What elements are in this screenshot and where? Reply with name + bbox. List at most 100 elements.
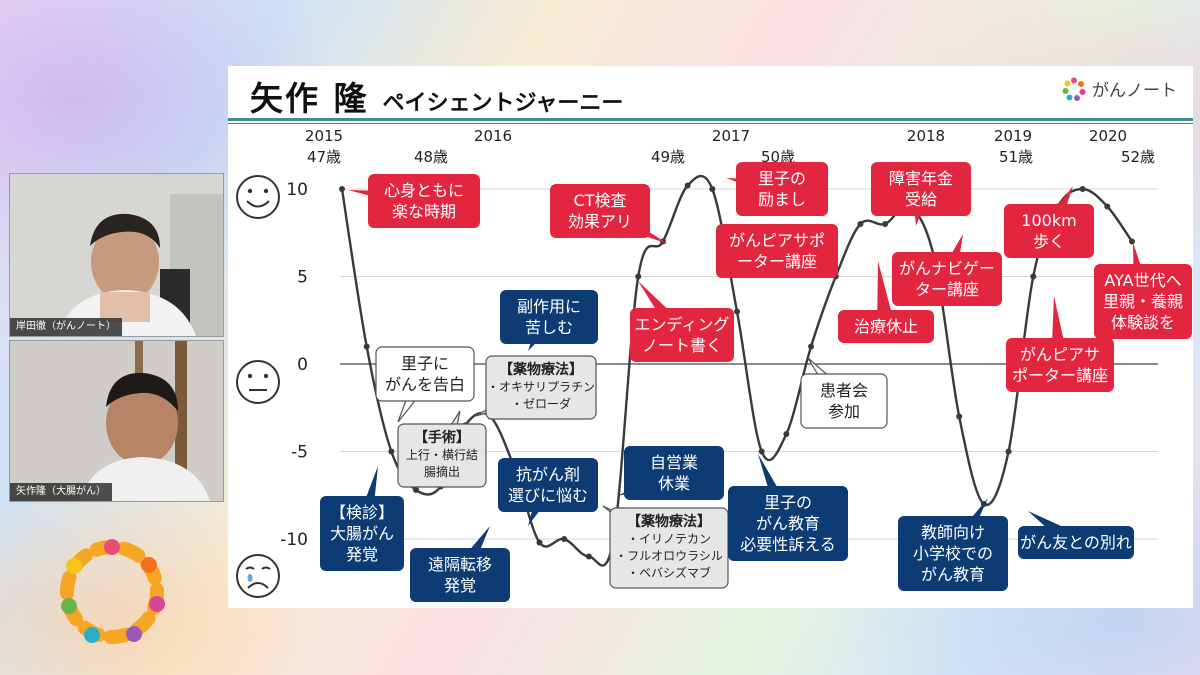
callout-box (892, 252, 1002, 306)
year-label: 2016 (474, 127, 512, 145)
callout-text: AYA世代へ (1104, 271, 1181, 290)
callout-text: 選びに悩む (508, 486, 588, 505)
callout-box (630, 308, 734, 362)
callout-text: エンディング (635, 315, 730, 334)
data-point (536, 539, 543, 546)
callout-text: がん教育 (921, 565, 985, 584)
callout-text: 必要性訴える (740, 535, 836, 554)
callout-text: ・ベバシズマブ (627, 565, 711, 580)
participant-1-name: 岸田徹（がんノート） (10, 318, 122, 336)
callout-box (375, 346, 475, 402)
annotation-callout: 【薬物療法】・オキサリプラチン・ゼローダ (475, 355, 597, 420)
data-point (339, 186, 345, 192)
callout-text: 受給 (905, 190, 937, 209)
callout-text: ター講座 (915, 280, 979, 299)
annotation-callout: 【薬物療法】・イリノテカン・フルオロウラシル・ベバシズマブ (602, 505, 729, 589)
year-label: 2020 (1089, 127, 1127, 145)
callout-text: ポーター講座 (1012, 366, 1108, 385)
y-tick-label: 5 (297, 268, 308, 288)
callout-text: 抗がん剤 (516, 465, 580, 484)
slide: 矢作 隆ペイシェントジャーニー がんノート (228, 66, 1193, 608)
callout-text: 里親・養親 (1103, 292, 1183, 311)
callout-text: 100km (1021, 211, 1076, 230)
callout-text: 効果アリ (568, 212, 632, 231)
callout-text: がんピアサポ (729, 231, 825, 250)
callout-text: 【手術】 (414, 429, 470, 446)
callout-text: ノート書く (642, 336, 722, 355)
age-label: 50歳 (761, 148, 795, 166)
callout-text: 発覚 (444, 576, 476, 595)
callout-text: 障害年金 (889, 169, 953, 188)
callout-text: 患者会 (820, 381, 868, 400)
participant-video-1[interactable]: 岸田徹（がんノート） (9, 173, 224, 337)
callout-text: ーター講座 (737, 252, 817, 271)
callout-text: 自営業 (650, 453, 698, 472)
callout-text: 副作用に (517, 297, 581, 316)
callout-box (550, 184, 650, 238)
data-point (857, 221, 864, 227)
brand-name: がんノート (1092, 81, 1177, 101)
callout-text: がんピアサ (1020, 345, 1100, 364)
age-label: 51歳 (999, 148, 1033, 166)
callout-box (624, 446, 724, 500)
callout-text: 里子の (764, 493, 812, 512)
data-point (783, 431, 790, 437)
callout-text: CT検査 (574, 191, 627, 210)
data-point (635, 273, 642, 280)
callout-box (1006, 338, 1114, 392)
callout-box (716, 224, 838, 278)
brand: がんノート (1062, 76, 1177, 101)
callout-text: 歩く (1033, 232, 1065, 251)
data-point (709, 186, 716, 192)
participant-1-silhouette (10, 174, 223, 336)
data-point (561, 536, 568, 542)
callout-box (838, 310, 934, 343)
callout-box (368, 174, 480, 228)
age-label: 49歳 (651, 148, 685, 166)
callout-text: 【薬物療法】 (627, 513, 711, 530)
data-point (808, 343, 815, 350)
data-point (413, 487, 420, 493)
callout-box (871, 162, 971, 216)
callout-text: ・オキサリプラチン (487, 380, 595, 394)
callout-text: がんを告白 (385, 375, 465, 394)
callout-text: 体験談を (1111, 313, 1175, 332)
participant-video-2[interactable]: 矢作隆（大腸がん） (9, 340, 224, 502)
callout-box (898, 516, 1008, 591)
y-tick-label: -10 (280, 530, 308, 550)
data-point (1005, 448, 1012, 455)
data-point (585, 553, 592, 560)
callout-box (1018, 526, 1134, 559)
callout-box (498, 458, 598, 512)
callout-box (485, 355, 597, 420)
callout-text: 参加 (828, 402, 860, 421)
callout-text: 教師向け (921, 523, 985, 542)
slide-title: 矢作 隆ペイシェントジャーニー (250, 72, 623, 120)
y-tick-label: 10 (286, 180, 308, 200)
data-point (734, 308, 740, 315)
callout-text: 腸摘出 (424, 464, 460, 479)
callout-text: ・イリノテカン (627, 532, 711, 546)
callout-text: 大腸がん (330, 524, 394, 543)
age-label: 47歳 (307, 148, 341, 166)
year-label: 2015 (305, 127, 343, 145)
callout-box (800, 373, 888, 429)
data-point (882, 221, 889, 227)
journey-line (340, 174, 1133, 567)
y-tick-label: 0 (297, 355, 308, 375)
callout-text: 里子に (401, 354, 449, 373)
neutral-face-icon (236, 360, 280, 404)
annotation-callout: 治療休止 (838, 261, 934, 343)
annotation-callout: がん友との別れ (1018, 511, 1134, 559)
